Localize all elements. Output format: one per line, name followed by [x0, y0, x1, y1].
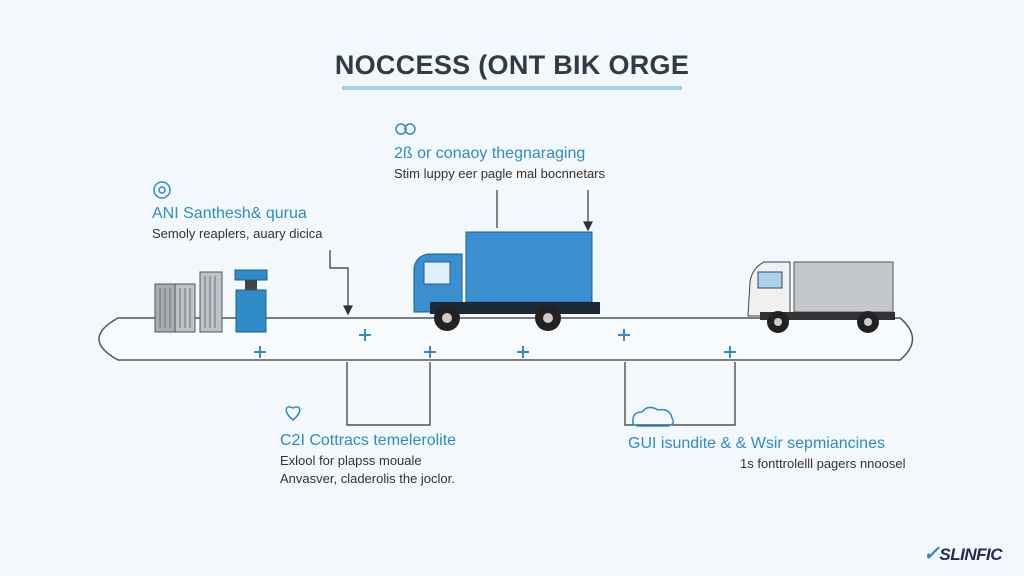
title-underline: [342, 86, 682, 90]
heart-icon: [285, 406, 301, 421]
blue-truck: [413, 231, 600, 331]
plus-markers: [254, 329, 736, 358]
connector-step4: [624, 362, 690, 426]
arrowhead-step1: [343, 305, 353, 316]
step1-heading: ANI Santhesh& qurua: [152, 205, 307, 222]
cloud-icon: [632, 406, 675, 427]
chain-icon: [395, 123, 416, 135]
connector-step3: [346, 362, 431, 426]
connector-step1: [329, 250, 349, 310]
terminal-kiosk: [234, 269, 268, 333]
gray-truck: [747, 261, 895, 333]
step4-heading: GUI isundite & & Wsir sepmiancines: [628, 435, 885, 452]
step2-description: Stim luppy eer pagle mal bocnnetars: [394, 166, 606, 181]
step3-description-line2: Anvasver, claderolis the joclor.: [280, 471, 455, 486]
step1-description: Semoly reaplers, auary dicica: [152, 226, 323, 241]
plus-marker: [724, 346, 736, 358]
page-title: NOCCESS (ONT BIK ORGE: [334, 50, 690, 80]
plus-marker: [618, 329, 630, 341]
brand-watermark: ✓SLINFIC: [923, 541, 1002, 566]
checkmark-icon: ✓: [923, 543, 940, 565]
plus-marker: [424, 346, 436, 358]
sensor-icon: [153, 181, 171, 199]
watermark-text: SLINFIC: [939, 545, 1002, 564]
connector-step4-right: [690, 362, 736, 426]
server-racks: [154, 271, 223, 333]
step3-heading: C2I Cottracs temelerolite: [280, 432, 457, 449]
plus-marker: [517, 346, 529, 358]
step3-description-line1: Exlool for plapss mouale: [280, 453, 422, 468]
step2-heading: 2ß or conaoy thegnaraging: [394, 145, 586, 162]
plus-marker: [254, 346, 266, 358]
step4-description: 1s fonttrolelll pagers nnoosel: [740, 456, 906, 471]
arrowhead-step2: [583, 221, 593, 232]
road-band: [98, 317, 914, 361]
plus-marker: [359, 329, 371, 341]
